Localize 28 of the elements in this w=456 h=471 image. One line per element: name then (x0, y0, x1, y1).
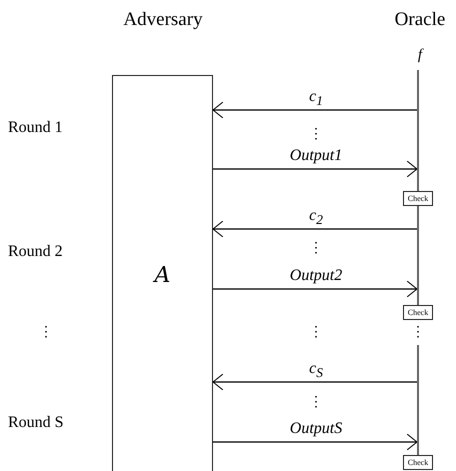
message-arrow (212, 374, 417, 390)
adversary-symbol: A (154, 263, 170, 288)
text-label: Round 2 (8, 244, 63, 260)
message-arrow (212, 102, 417, 118)
text-label: ⋮ (39, 326, 53, 340)
adversary-box (112, 75, 213, 471)
column-heading: Oracle (394, 10, 446, 29)
check-box: Check (403, 191, 433, 206)
text-label: ⋮ (309, 396, 323, 410)
lifeline (417, 70, 419, 191)
text-label: Round 1 (8, 120, 63, 136)
text-label: Round S (8, 415, 64, 431)
message-arrow (213, 160, 418, 178)
lifeline (417, 206, 419, 305)
message-arrow (213, 280, 418, 298)
text-label: ⋮ (309, 326, 323, 340)
column-heading: Adversary (123, 10, 203, 29)
message-arrow (213, 434, 418, 450)
text-label: ⋮ (309, 242, 323, 256)
lifeline (417, 345, 419, 455)
message-arrow (212, 220, 417, 238)
check-box: Check (403, 305, 433, 320)
text-label: ⋮ (309, 128, 323, 142)
check-box: Check (403, 455, 433, 470)
edge-label: Output2 (288, 267, 344, 285)
function-label: f (418, 48, 422, 63)
edge-label: OutputS (288, 420, 344, 438)
text-label: ⋮ (411, 326, 425, 340)
